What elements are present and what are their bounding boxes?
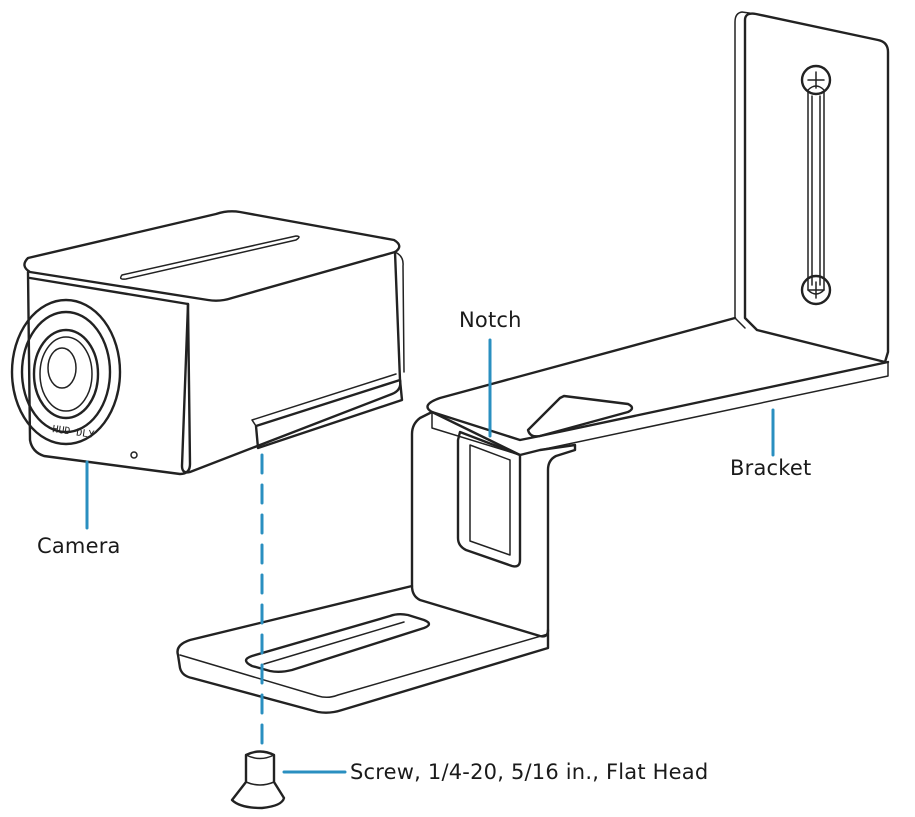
- camera: HUD DLY: [10, 210, 405, 476]
- bracket: [176, 11, 890, 714]
- wall-screw-bottom: [800, 274, 832, 306]
- bracket-label: Bracket: [730, 456, 812, 480]
- screw-label: Screw, 1/4-20, 5/16 in., Flat Head: [350, 760, 709, 784]
- wall-screw-top: [800, 64, 832, 96]
- leader-lines: [85, 338, 775, 774]
- screw: [230, 750, 286, 810]
- camera-brand: HUD DLY: [52, 424, 95, 441]
- notch-label: Notch: [459, 308, 522, 332]
- camera-label: Camera: [37, 534, 121, 558]
